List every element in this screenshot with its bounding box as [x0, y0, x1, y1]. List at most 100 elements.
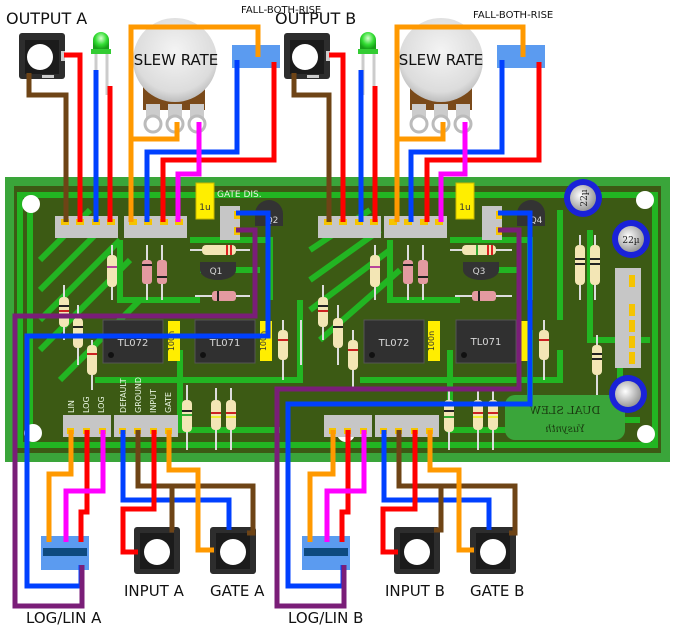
capacitor-1u-b [455, 182, 475, 220]
capacitor-100n-a1 [168, 321, 180, 361]
header-pot-b [384, 216, 447, 238]
header-output-b [318, 216, 381, 238]
wire-red-input-b [380, 430, 418, 555]
wire-magenta-pot-b [438, 122, 468, 222]
wire-red-output-b [329, 52, 346, 222]
channel-b-components: 1u Q4 Q3 [318, 179, 650, 450]
panel-components: OUTPUT A SLEW RATE FALL-BOTH-RISE [6, 5, 553, 627]
capacitor-1u [195, 182, 215, 220]
wire-red-switch-a [160, 62, 277, 222]
wire-blue-default-a [120, 430, 232, 530]
gate-a-jack[interactable] [210, 527, 256, 574]
header-label-gate: GATE [164, 392, 173, 413]
slew-rate-a-label: SLEW RATE [134, 51, 219, 69]
electrolytic-cap-2-label: 22µ [622, 236, 639, 246]
resistors-a [59, 245, 302, 450]
transistor-q3 [463, 262, 499, 280]
brand-text: Yusynth [545, 424, 585, 435]
gate-b-jack[interactable] [470, 527, 516, 574]
gate-b-label: GATE B [470, 582, 524, 600]
capacitor-1u-b-label: 1u [459, 203, 470, 213]
input-a-jack[interactable] [134, 527, 180, 574]
gate-a-label: GATE A [210, 582, 265, 600]
resistors-b [318, 235, 602, 450]
wire-brown-ground-a2 [169, 486, 175, 533]
header-label-input: INPUT [149, 389, 158, 413]
wire-orange-pot-a [128, 24, 261, 142]
header-label-default: DEFAULT [119, 378, 128, 413]
capacitor-1u-label: 1u [199, 203, 210, 213]
header-label-lin: LIN [67, 400, 76, 413]
header-output-a [55, 216, 118, 238]
output-a-label: OUTPUT A [6, 9, 87, 28]
silkscreen-island [505, 395, 625, 440]
ic-tl072-b-label: TL072 [378, 338, 410, 349]
wire-brown-ground-b2 [434, 486, 444, 533]
ic-tl072-a-label: TL072 [117, 338, 149, 349]
header-pot-a [124, 216, 187, 238]
wire-purple-gate-dis-b [274, 227, 522, 609]
header-io-b [375, 415, 439, 437]
loglin-a-label: LOG/LIN A [26, 609, 102, 627]
transistor-q1 [200, 262, 236, 280]
wire-orange-gate-a [166, 430, 214, 553]
electrolytic-cap-1-label: 22µ [580, 189, 590, 206]
wire-orange-gate-b [427, 430, 474, 553]
wire-brown-output-b [291, 73, 332, 222]
board-name-text: DUAL SLEW [529, 404, 600, 417]
wire-brown-ground-a [135, 430, 256, 536]
ic-tl071-a-label: TL071 [209, 338, 241, 349]
gate-dis-label: GATE DIS. [217, 190, 262, 200]
capacitor-100n-b1 [428, 321, 440, 361]
transistor-q1-label: Q1 [210, 267, 223, 277]
wire-blue-switch-b [408, 60, 505, 222]
mounting-hole [22, 195, 40, 213]
wire-red-output-a [64, 52, 83, 222]
header-label-ground: GROUND [134, 377, 143, 413]
wire-red-switch-b [424, 62, 542, 222]
capacitor-100n-a2-label: 100n [259, 331, 268, 351]
wire-blue-default-b [381, 430, 492, 530]
input-a-label: INPUT A [124, 582, 185, 600]
transistor-q2-label: Q2 [266, 216, 279, 226]
wire-magenta-log-a [63, 430, 106, 542]
wire-red-log-b [339, 430, 351, 542]
output-a-jack[interactable] [19, 33, 65, 79]
capacitor-100n-a1-label: 100n [167, 331, 176, 351]
fall-both-rise-a-label: FALL-BOTH-RISE [241, 5, 321, 16]
capacitor-100n-b1-label: 100n [427, 331, 436, 351]
wire-brown-output-a [26, 73, 69, 222]
slew-rate-pot-a[interactable] [133, 18, 217, 134]
capacitor-100n-b2 [520, 321, 528, 361]
ic-tl071-a [194, 319, 256, 364]
header-label-log: LOG [97, 396, 106, 413]
wires [12, 24, 542, 609]
wire-purple-gate-dis-a [12, 227, 258, 609]
wire-magenta-pot-a [175, 122, 202, 222]
input-b-jack[interactable] [394, 527, 440, 574]
loglin-b-label: LOG/LIN B [288, 609, 363, 627]
slew-rate-b-label: SLEW RATE [399, 51, 484, 69]
wire-orange-lin-b [307, 430, 336, 542]
transistor-q3-label: Q3 [473, 267, 486, 277]
wire-blue-switch-a [144, 60, 240, 222]
mounting-hole [636, 191, 654, 209]
output-b-label: OUTPUT B [275, 9, 356, 28]
power-header [615, 268, 641, 368]
slew-rate-pot-b[interactable] [399, 18, 483, 134]
header-label-log: LOG [82, 396, 91, 413]
output-b-jack[interactable] [284, 33, 330, 79]
wire-brown-ground-b [396, 430, 518, 536]
wire-red-log-a [78, 430, 90, 542]
wire-magenta-log-b [324, 430, 367, 542]
wire-orange-lin-a [46, 430, 74, 542]
header-io-a [114, 415, 178, 437]
wire-red-input-a [120, 430, 157, 555]
mounting-hole [637, 425, 655, 443]
ic-tl071-b-label: TL071 [470, 337, 502, 348]
fall-both-rise-b-label: FALL-BOTH-RISE [473, 10, 553, 21]
wire-orange-pot-b [394, 24, 526, 142]
transistor-q4-label: Q4 [530, 216, 543, 226]
input-b-label: INPUT B [385, 582, 445, 600]
